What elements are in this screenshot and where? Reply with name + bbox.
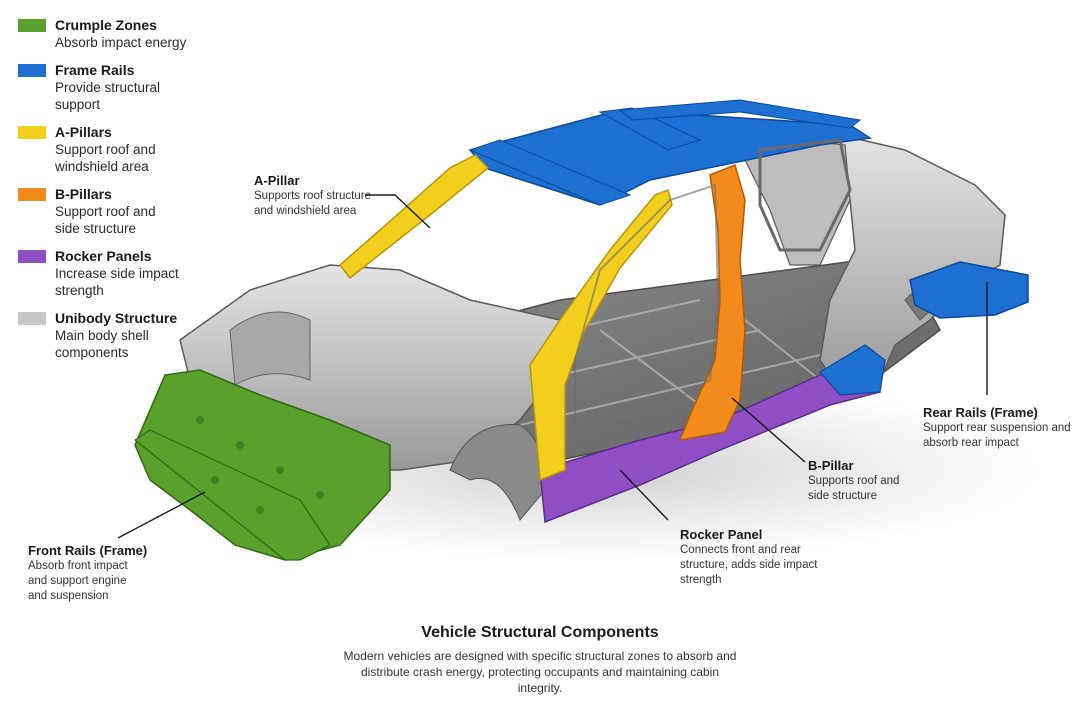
- callout-desc: Connects front and rear structure, adds …: [680, 544, 818, 586]
- legend-desc: Absorb impact energy: [55, 35, 187, 50]
- caption: Vehicle Structural Components Modern veh…: [340, 622, 740, 696]
- legend-swatch: [18, 19, 46, 32]
- legend-title: B-Pillars: [55, 185, 112, 202]
- legend: Crumple Zones Absorb impact energy Frame…: [18, 16, 248, 371]
- roof-bow-rear: [598, 107, 702, 151]
- roof-rail-right: [618, 99, 862, 129]
- legend-title: Unibody Structure: [55, 309, 178, 326]
- caption-body: Modern vehicles are designed with specif…: [343, 649, 737, 695]
- rear-frame-rail: [909, 261, 1029, 319]
- legend-item-unibody-structure: Unibody Structure Main body shell compon…: [18, 309, 248, 362]
- callout-rocker-panel: Rocker Panel Connects front and rear str…: [680, 526, 840, 588]
- legend-item-b-pillars: B-Pillars Support roof and side structur…: [18, 185, 248, 238]
- legend-swatch: [18, 63, 46, 77]
- callout-title: Rocker Panel: [680, 527, 763, 542]
- a-pillar-side: [529, 189, 673, 482]
- legend-title: Frame Rails: [55, 61, 135, 78]
- callout-title: Front Rails (Frame): [28, 543, 148, 558]
- callout-rear-rails: Rear Rails (Frame) Support rear suspensi…: [923, 404, 1073, 451]
- callout-desc: Support rear suspension and absorb rear …: [923, 422, 1071, 449]
- a-pillar-front: [338, 154, 490, 280]
- legend-swatch: [18, 311, 46, 325]
- legend-title: Rocker Panels: [55, 247, 152, 264]
- legend-item-frame-rails: Frame Rails Provide structural support: [18, 61, 248, 114]
- leader-b-pillar: [731, 397, 806, 463]
- b-pillar: [678, 163, 746, 441]
- legend-title: Crumple Zones: [55, 17, 157, 33]
- front-door-opening: [574, 183, 720, 432]
- front-bumper-beam: [133, 429, 331, 561]
- callout-desc: Supports roof and side structure: [808, 475, 900, 502]
- front-strut-tower: [229, 311, 311, 386]
- legend-item-crumple-zones: Crumple Zones Absorb impact energy: [18, 16, 248, 52]
- legend-item-a-pillars: A-Pillars Support roof and windshield ar…: [18, 123, 248, 176]
- legend-swatch: [18, 187, 46, 201]
- roof-bow-front: [468, 139, 632, 206]
- legend-desc: Support roof and windshield area: [55, 141, 156, 175]
- leader-a-pillar: [365, 194, 431, 229]
- callout-title: Rear Rails (Frame): [923, 405, 1038, 420]
- leader-lines: [117, 194, 988, 539]
- rear-side-window-frame: [758, 138, 852, 252]
- legend-swatch: [18, 249, 46, 263]
- rear-quarter-panel: [819, 134, 1006, 391]
- legend-desc: Main body shell components: [55, 327, 149, 361]
- legend-desc: Support roof and side structure: [55, 203, 156, 237]
- callout-desc: Supports roof structure and windshield a…: [254, 190, 371, 217]
- callout-title: A-Pillar: [254, 173, 300, 188]
- callout-desc: Absorb front impact and support engine a…: [28, 560, 128, 602]
- legend-item-rocker-panels: Rocker Panels Increase side impact stren…: [18, 247, 248, 300]
- leader-rocker: [619, 469, 669, 521]
- callout-b-pillar: B-Pillar Supports roof and side structur…: [808, 457, 923, 504]
- leader-front-rails: [117, 491, 206, 539]
- callout-front-rails: Front Rails (Frame) Absorb front impact …: [28, 542, 148, 604]
- callout-title: B-Pillar: [808, 458, 854, 473]
- callout-a-pillar: A-Pillar Supports roof structure and win…: [254, 172, 384, 219]
- caption-title: Vehicle Structural Components: [421, 624, 659, 641]
- legend-desc: Provide structural support: [55, 79, 161, 113]
- legend-desc: Increase side impact strength: [55, 265, 179, 299]
- crumple-holes: [196, 416, 324, 514]
- rear-lower-rail: [819, 344, 886, 396]
- legend-title: A-Pillars: [55, 123, 112, 140]
- legend-swatch: [18, 125, 46, 139]
